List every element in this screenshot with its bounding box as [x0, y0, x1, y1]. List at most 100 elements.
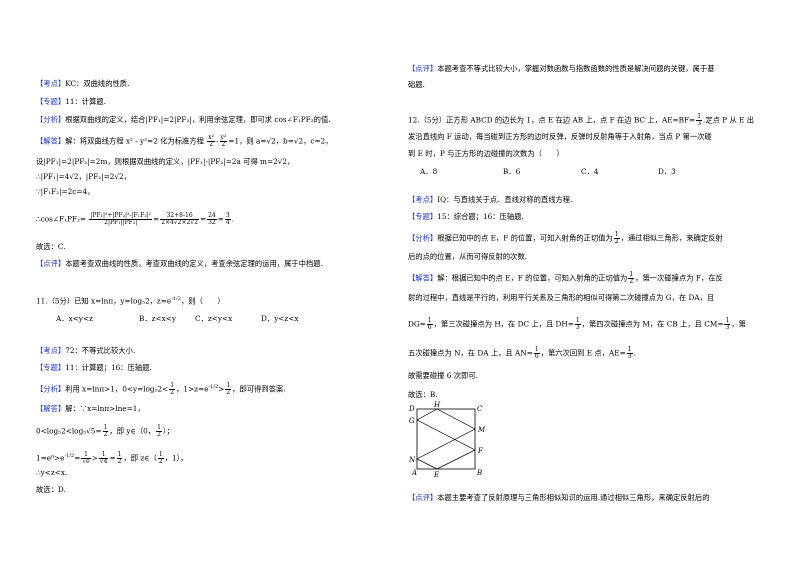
zhuanti-tag: 【专题】 — [36, 363, 66, 372]
numerator: 1 — [426, 317, 433, 325]
denominator: 2 — [170, 388, 175, 396]
numerator: 1 — [574, 317, 581, 325]
q11-option-a: A．x<y<z — [56, 314, 93, 323]
jieda-text: 解：将双曲线方程 x² - y²=2 化为标准方程 — [65, 136, 204, 146]
zhuanti-text: 11：计算题. — [65, 97, 106, 106]
q12-jieda-line-6: 故选：B. — [408, 390, 438, 399]
fenxi-text: ，1>z=e — [176, 384, 209, 394]
denominator: 4 — [225, 219, 230, 226]
denominator: 2|PF₁||PF₂| — [104, 219, 138, 226]
numerator: 1 — [102, 424, 109, 432]
fenxi-text: ，即可得到答案. — [232, 384, 286, 394]
label-m: M — [477, 426, 486, 434]
numerator: 1 — [724, 317, 731, 325]
stem-text: 12.（5分）正方形 ABCD 的边长为 1，点 E 在边 AB 上，点 F 在… — [408, 115, 696, 125]
label-a: A — [411, 469, 417, 477]
q12-option-b: B．6 — [503, 167, 521, 176]
q11-option-b: B．z<x<y — [139, 314, 176, 323]
dianping-tag: 【点评】 — [36, 259, 66, 268]
q10-jieda-line-4: ∵|F₁F₂|=2c=4， — [36, 187, 95, 196]
fenxi-text: 根据已知中的点 E，F 的位置，可知入射角的正切值为 — [437, 233, 613, 243]
q11-stem: 11.（5分）已知 x=lnπ，y=log₅2，z=e-1/2，则（ ） — [36, 294, 225, 306]
equals-sign: = — [217, 214, 224, 224]
q11-jieda-line-1: 【解答】解：∵x=lnπ>lne=1， — [36, 404, 145, 414]
jieda-text: ，第 — [731, 319, 746, 329]
reflection-path — [416, 408, 476, 470]
denominator: 2 — [158, 457, 163, 465]
q11-jieda-line-5: 故选：D. — [36, 485, 66, 494]
denominator: 3 — [725, 324, 730, 331]
denominator: 2 — [103, 431, 108, 438]
zhuanti-text: 15：综合题；16：压轴题. — [437, 212, 524, 221]
q11-zhuanti-line: 【专题】11：计算题；16：压轴题. — [36, 363, 152, 373]
q12-jieda-line-5: 故需要碰撞 6 次即可. — [408, 371, 478, 380]
q10-jieda-line-6: 故选：C. — [36, 242, 66, 251]
numerator: 1 — [116, 450, 123, 459]
label-d: D — [408, 405, 415, 413]
stem-text: 11.（5分）已知 x=lnπ，y=log₅2， — [36, 296, 157, 306]
fraction: 1√e — [81, 451, 91, 465]
jieda-text: ）； — [162, 426, 174, 436]
jieda-text: ，1）， — [164, 453, 188, 463]
q10-jieda-line-2: 设|PF₁|=2|PF₂|=2m，则根据双曲线的定义，|PF₁|-|PF₂|=2… — [36, 157, 295, 166]
label-n: N — [408, 456, 416, 464]
q10-dianping-line: 【点评】本题考查双曲线的性质，考查双曲线的定义，考查余弦定理的运用，属于中档题. — [36, 259, 323, 269]
dianping-text: 本题考查不等式比较大小，掌握对数函数与指数函数的性质是解决问题的关键，属于基 — [437, 64, 715, 73]
minus-sign: - — [216, 136, 219, 146]
square-reflection-figure: D H C G M F N A E B — [408, 401, 486, 479]
q10-kaodian-line: 【考点】KC：双曲线的性质. — [36, 79, 129, 89]
denominator: 3 — [627, 353, 632, 360]
q12-option-c: C．4 — [581, 167, 599, 176]
denominator: 32 — [208, 219, 216, 226]
right-column: 【点评】本题考查不等式比较大小，掌握对数函数与指数函数的性质是解决问题的关键，属… — [408, 0, 770, 565]
denominator: 3 — [575, 324, 580, 331]
jieda-text: =1，则 a=√2，b=√2，c=2， — [228, 136, 333, 146]
fenxi-tag: 【分析】 — [408, 233, 438, 243]
q12-stem-line-1: 12.（5分）正方形 ABCD 的边长为 1，点 E 在边 AB 上，点 F 在… — [408, 114, 754, 127]
q11-kaodian-line: 【考点】72：不等式比较大小. — [36, 346, 135, 356]
zhuanti-tag: 【专题】 — [36, 97, 66, 106]
q10-zhuanti-line: 【专题】11：计算题. — [36, 97, 106, 107]
fenxi-text: 利用 x=lnπ>1，0<y=log₅2< — [65, 384, 169, 394]
fenxi-text: 根据双曲线的定义，结合|PF₁|=2|PF₂|，利用余弦定理，即可求 cos∠F… — [65, 115, 331, 124]
jieda-text: ，第三次碰撞点为 H，在 DC 上，且 DH= — [433, 319, 574, 329]
q12-jieda-line-2: 射的过程中，直线是平行的，利用平行关系及三角形的相似可得第二次碰撞点为 G，在 … — [408, 293, 715, 302]
denominator: 6 — [427, 324, 432, 331]
dianping-tag: 【点评】 — [408, 64, 438, 73]
denominator: 2 — [117, 457, 122, 465]
denominator: 2 — [614, 238, 619, 245]
kaodian-tag: 【考点】 — [408, 195, 438, 204]
kaodian-text: 72：不等式比较大小. — [65, 346, 136, 355]
numerator: 32+8-16 — [160, 213, 199, 220]
q11-option-d: D．y<z<x — [261, 314, 299, 323]
numerator: y² — [219, 134, 228, 142]
numerator: 1 — [81, 451, 91, 459]
jieda-text: = — [74, 453, 81, 463]
stem-text: ，则（ ） — [180, 296, 225, 306]
jieda-tag: 【解答】 — [408, 273, 438, 283]
numerator: 1 — [169, 381, 176, 390]
fenxi-text: ，通过相似三角形，来确定反射 — [620, 233, 723, 243]
numerator: 1 — [613, 231, 620, 239]
q12-stem-line-3: 到 E 时，P 与正方形的边碰撞的次数为（ ） — [408, 149, 564, 158]
left-column: 【考点】KC：双曲线的性质. 【专题】11：计算题. 【分析】根据双曲线的定义，… — [36, 0, 396, 565]
kaodian-tag: 【考点】 — [36, 346, 66, 355]
jieda-text: ，即 y∈（0， — [109, 426, 156, 436]
fraction: 1√4 — [98, 451, 109, 465]
